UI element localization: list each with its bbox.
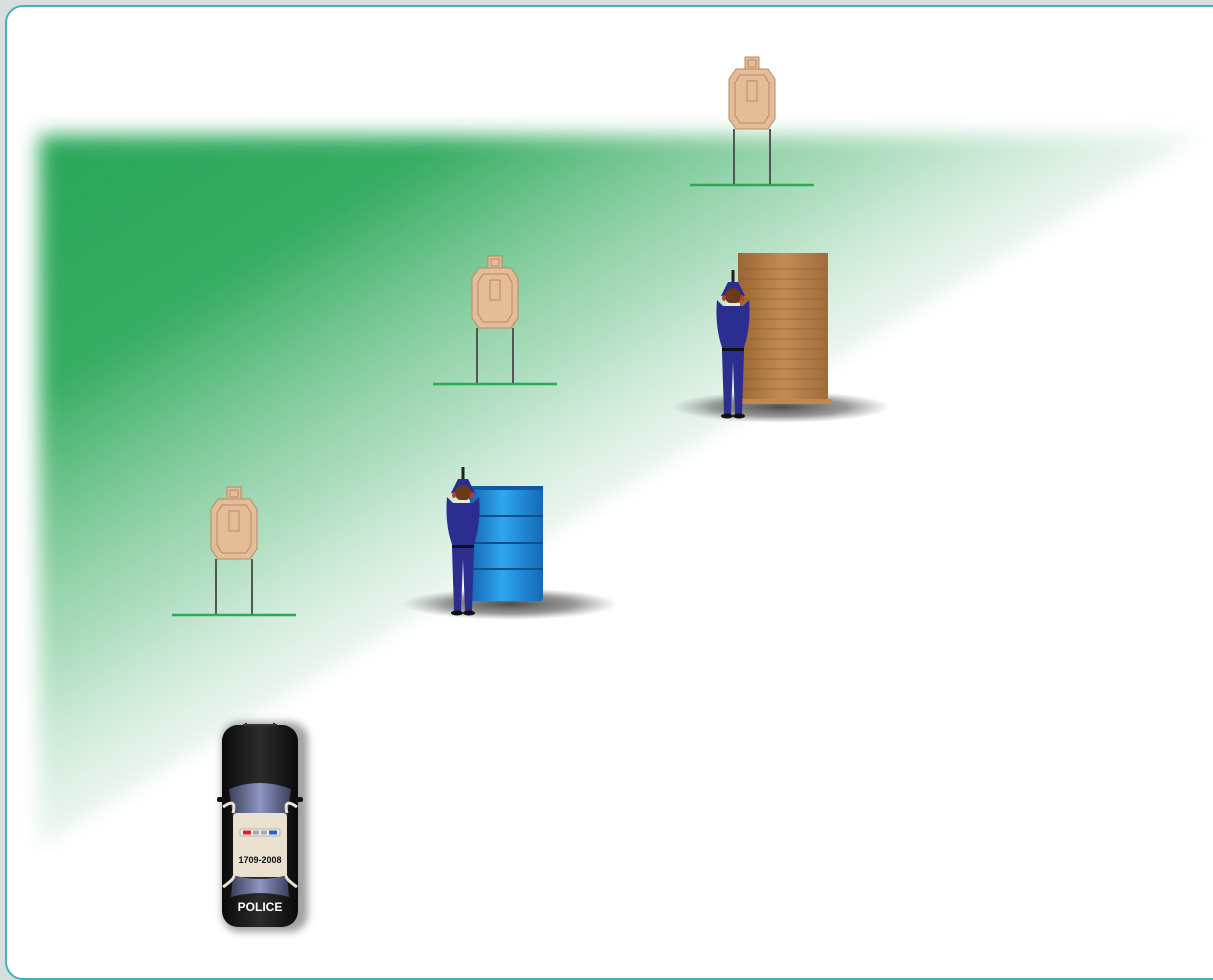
car-roof-number: 1709-2008 (238, 855, 281, 865)
scene-frame: 1709-2008 POLICE (5, 5, 1213, 980)
car-police-label: POLICE (238, 900, 283, 914)
police-car-icon: 1709-2008 POLICE (7, 7, 1213, 980)
